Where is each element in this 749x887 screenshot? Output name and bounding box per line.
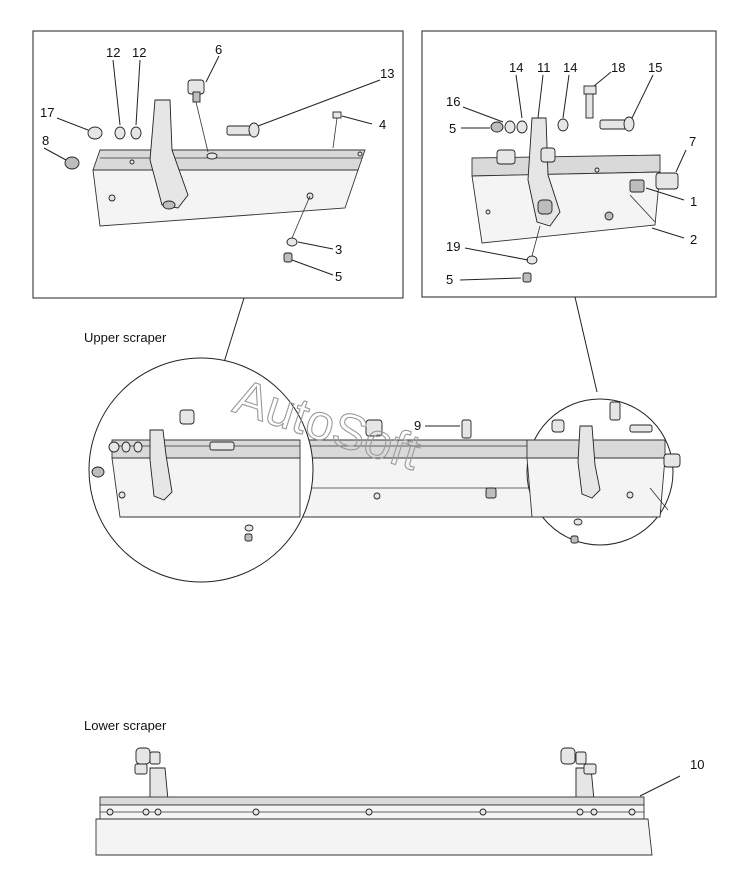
callout-label: 18 <box>611 60 625 75</box>
callout-label: 5 <box>446 272 453 287</box>
callout-label: 15 <box>648 60 662 75</box>
callout-label: 3 <box>335 242 342 257</box>
callout-label: 4 <box>379 117 386 132</box>
callout-label: 1 <box>690 194 697 209</box>
left-detail-view: 12 12 6 13 17 4 8 3 5 <box>32 30 404 299</box>
callout-label: 17 <box>40 105 54 120</box>
callout-label: 9 <box>414 418 421 433</box>
upper-scraper-assembly <box>88 357 681 583</box>
callout-label: 5 <box>449 121 456 136</box>
callout-label: 12 <box>106 45 120 60</box>
right-detail-view: 14 11 14 18 15 16 5 7 1 2 19 5 <box>421 30 717 298</box>
callout-label: 19 <box>446 239 460 254</box>
upper-scraper-caption: Upper scraper <box>84 330 167 345</box>
callout-label: 14 <box>563 60 577 75</box>
callout-label: 12 <box>132 45 146 60</box>
callout-label: 7 <box>689 134 696 149</box>
callout-label: 16 <box>446 94 460 109</box>
lower-scraper-assembly <box>95 747 653 856</box>
callout-label: 10 <box>690 757 704 772</box>
callout-label: 11 <box>537 60 551 75</box>
callout-label: 8 <box>42 133 49 148</box>
callout-label: 13 <box>380 66 394 81</box>
grease-fitting-part <box>187 79 218 160</box>
callout-label: 2 <box>690 232 697 247</box>
callout-label: 6 <box>215 42 222 57</box>
lower-scraper-caption: Lower scraper <box>84 718 167 733</box>
callout-label: 14 <box>509 60 523 75</box>
callout-label: 5 <box>335 269 342 284</box>
